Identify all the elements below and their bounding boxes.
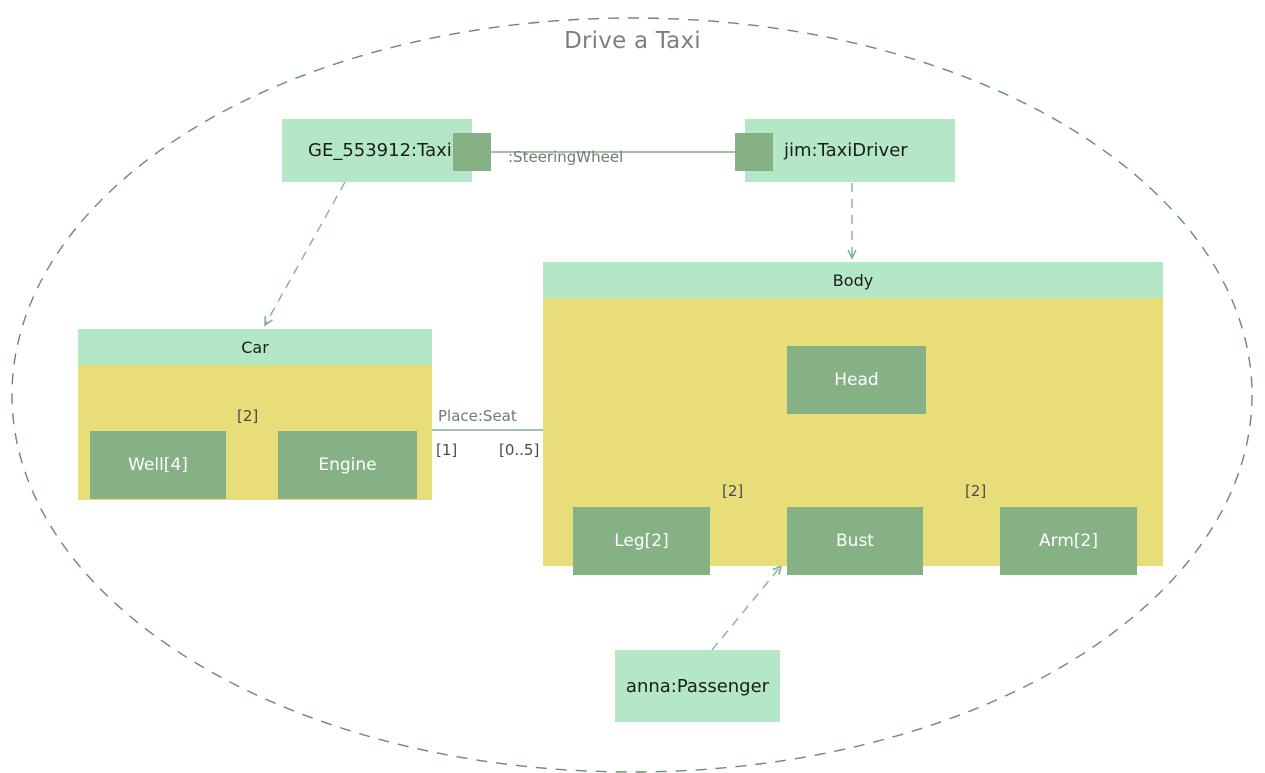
block-body-header: Body <box>543 262 1163 298</box>
part-arm-label: Arm[2] <box>1039 531 1098 551</box>
instance-taxi[interactable]: GE_553912:Taxi <box>282 119 472 182</box>
instance-taxi-label: GE_553912:Taxi <box>308 140 452 161</box>
connector-taxi-car-arrow <box>264 181 346 327</box>
boundary-ellipse <box>11 17 1253 773</box>
block-body-header-label: Body <box>832 270 874 290</box>
instance-taxi-driver[interactable]: jim:TaxiDriver <box>745 119 955 182</box>
connector-leg-bust-multiplicity: [2] <box>722 482 744 500</box>
connector-place-seat-label: Place:Seat <box>438 407 517 425</box>
connector-place-seat-source-multiplicity: [1] <box>436 441 458 459</box>
block-car[interactable]: Car Well[4] Engine <box>78 329 432 500</box>
part-engine-label: Engine <box>318 455 377 475</box>
part-well-label: Well[4] <box>128 455 188 475</box>
instance-passenger-label: anna:Passenger <box>625 675 770 697</box>
connector-bust-arm-multiplicity: [2] <box>965 482 987 500</box>
block-body[interactable]: Body Head Leg[2] Bust Arm[2] <box>543 262 1163 575</box>
part-head[interactable]: Head <box>787 346 926 414</box>
block-car-header: Car <box>78 329 432 365</box>
instance-passenger[interactable]: anna:Passenger <box>615 650 780 722</box>
connector-steering-wheel-label: :SteeringWheel <box>508 148 624 166</box>
part-bust[interactable]: Bust <box>787 507 923 575</box>
part-leg-label: Leg[2] <box>614 531 669 551</box>
part-engine[interactable]: Engine <box>278 431 417 499</box>
diagram-title: Drive a Taxi <box>564 28 701 54</box>
connector-passenger-body-arrow <box>711 564 783 651</box>
block-car-header-label: Car <box>241 337 269 357</box>
port-steering-wheel-driver[interactable] <box>735 133 773 171</box>
part-leg[interactable]: Leg[2] <box>573 507 710 575</box>
part-head-label: Head <box>834 370 879 390</box>
connector-well-engine-multiplicity: [2] <box>237 407 259 425</box>
port-steering-wheel-taxi[interactable] <box>453 133 491 171</box>
block-body-interior: Head Leg[2] Bust Arm[2] <box>543 298 1163 575</box>
part-bust-label: Bust <box>836 531 874 551</box>
part-well[interactable]: Well[4] <box>90 431 226 499</box>
connector-place-seat-target-multiplicity: [0..5] <box>499 441 540 459</box>
part-arm[interactable]: Arm[2] <box>1000 507 1137 575</box>
instance-taxi-driver-label: jim:TaxiDriver <box>784 140 908 161</box>
block-car-body: Well[4] Engine <box>78 365 432 500</box>
